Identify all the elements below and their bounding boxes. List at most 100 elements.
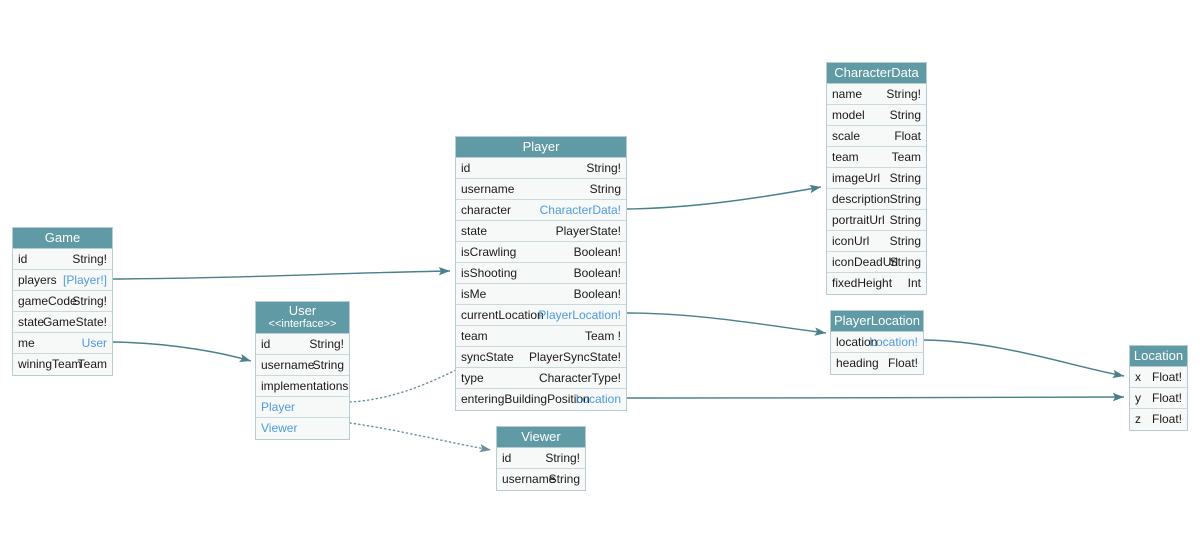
field-row[interactable]: syncState PlayerSyncState! (456, 347, 626, 368)
field-name: enteringBuildingPosition (461, 392, 590, 406)
field-name: winingTeam (18, 357, 82, 371)
field-name: username (261, 358, 315, 372)
field-type: String! (309, 337, 344, 351)
field-type: CharacterType! (538, 371, 621, 385)
field-row[interactable]: Player (256, 397, 349, 418)
entity-header-playerlocation: PlayerLocation (831, 311, 923, 332)
field-name: me (18, 336, 35, 350)
field-type: String (889, 192, 921, 206)
entity-title: Location (1133, 348, 1184, 363)
edge-player-enteringbuildingposition-to-location (626, 392, 1125, 402)
field-type: Float (894, 129, 921, 143)
field-type: Int (907, 276, 921, 290)
field-row[interactable]: id String! (256, 334, 349, 355)
field-type: String! (886, 87, 921, 101)
field-type: String! (72, 252, 107, 266)
field-type[interactable]: Location (575, 392, 621, 406)
field-name: team (832, 150, 859, 164)
field-type[interactable]: CharacterData! (539, 203, 621, 217)
field-name: state (461, 224, 488, 238)
field-type: String! (586, 161, 621, 175)
field-row[interactable]: imageUrl String (827, 168, 926, 189)
field-name: isShooting (461, 266, 518, 280)
entity-title: Game (44, 230, 81, 245)
field-row[interactable]: model String (827, 105, 926, 126)
field-row[interactable]: team Team (827, 147, 926, 168)
entity-title: User (288, 303, 317, 318)
field-type: String (312, 358, 344, 372)
field-type: Float! (887, 356, 918, 370)
field-name: isCrawling (461, 245, 517, 259)
field-name: syncState (461, 350, 514, 364)
field-row[interactable]: players [Player!] (13, 270, 112, 291)
field-name: iconUrl (832, 234, 870, 248)
entity-header-user: User<<interface>> (256, 302, 349, 334)
edge-player-currentlocation-to-playerlocation (626, 312, 827, 336)
field-type: Boolean! (573, 245, 621, 259)
field-type: String (889, 108, 921, 122)
field-type[interactable]: Location! (869, 335, 918, 349)
field-type: String (889, 171, 921, 185)
field-name: model (832, 108, 865, 122)
field-name: x (1135, 370, 1141, 384)
entity-stereotype: <<interface>> (268, 318, 337, 330)
field-type: Team (891, 150, 921, 164)
field-row[interactable]: me User (13, 333, 112, 354)
edge-game-me-to-user (112, 341, 252, 362)
field-type[interactable]: PlayerLocation! (538, 308, 621, 322)
field-name: gameCode (18, 294, 77, 308)
field-row[interactable]: Viewer (256, 418, 349, 439)
field-name: players (18, 273, 57, 287)
field-type: Boolean! (573, 287, 621, 301)
field-type: Float! (1151, 391, 1182, 405)
entity-title: PlayerLocation (834, 313, 920, 328)
field-name: id (502, 451, 512, 465)
edge-game-players-to-player (112, 266, 451, 280)
field-name: imageUrl (832, 171, 881, 185)
field-name: location (836, 335, 878, 349)
field-type: GameState! (42, 315, 107, 329)
field-name: id (261, 337, 271, 351)
field-row[interactable]: implementations (256, 376, 349, 397)
field-type: PlayerSyncState! (528, 350, 621, 364)
field-type[interactable]: [Player!] (62, 273, 107, 287)
field-type[interactable]: User (81, 336, 107, 350)
field-row[interactable]: isCrawling Boolean! (456, 242, 626, 263)
